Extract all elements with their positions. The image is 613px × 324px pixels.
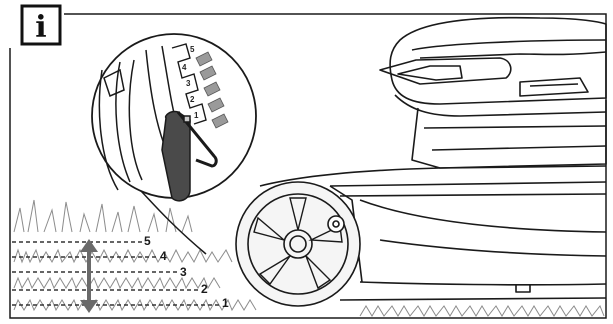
info-icon: i [35,10,46,45]
height-range-arrow [80,239,98,313]
inset-detail: 5 4 3 2 1 [92,34,256,254]
battery-housing [390,18,606,104]
height-level-lines [12,242,222,305]
inset-scale-4: 4 [182,63,187,72]
height-level-label-2: 2 [201,282,208,296]
inset-scale-1: 1 [194,111,199,120]
battery-handle [380,58,511,84]
inset-scale-3: 3 [186,79,191,88]
rear-wheel [236,182,360,306]
inset-scale-5: 5 [190,45,195,54]
height-level-label-4: 4 [160,249,167,263]
inset-scale-2: 2 [190,95,195,104]
info-badge: i [4,4,64,48]
height-level-label-5: 5 [144,234,151,248]
height-level-label-1: 1 [222,296,229,310]
height-level-label-3: 3 [180,265,187,279]
